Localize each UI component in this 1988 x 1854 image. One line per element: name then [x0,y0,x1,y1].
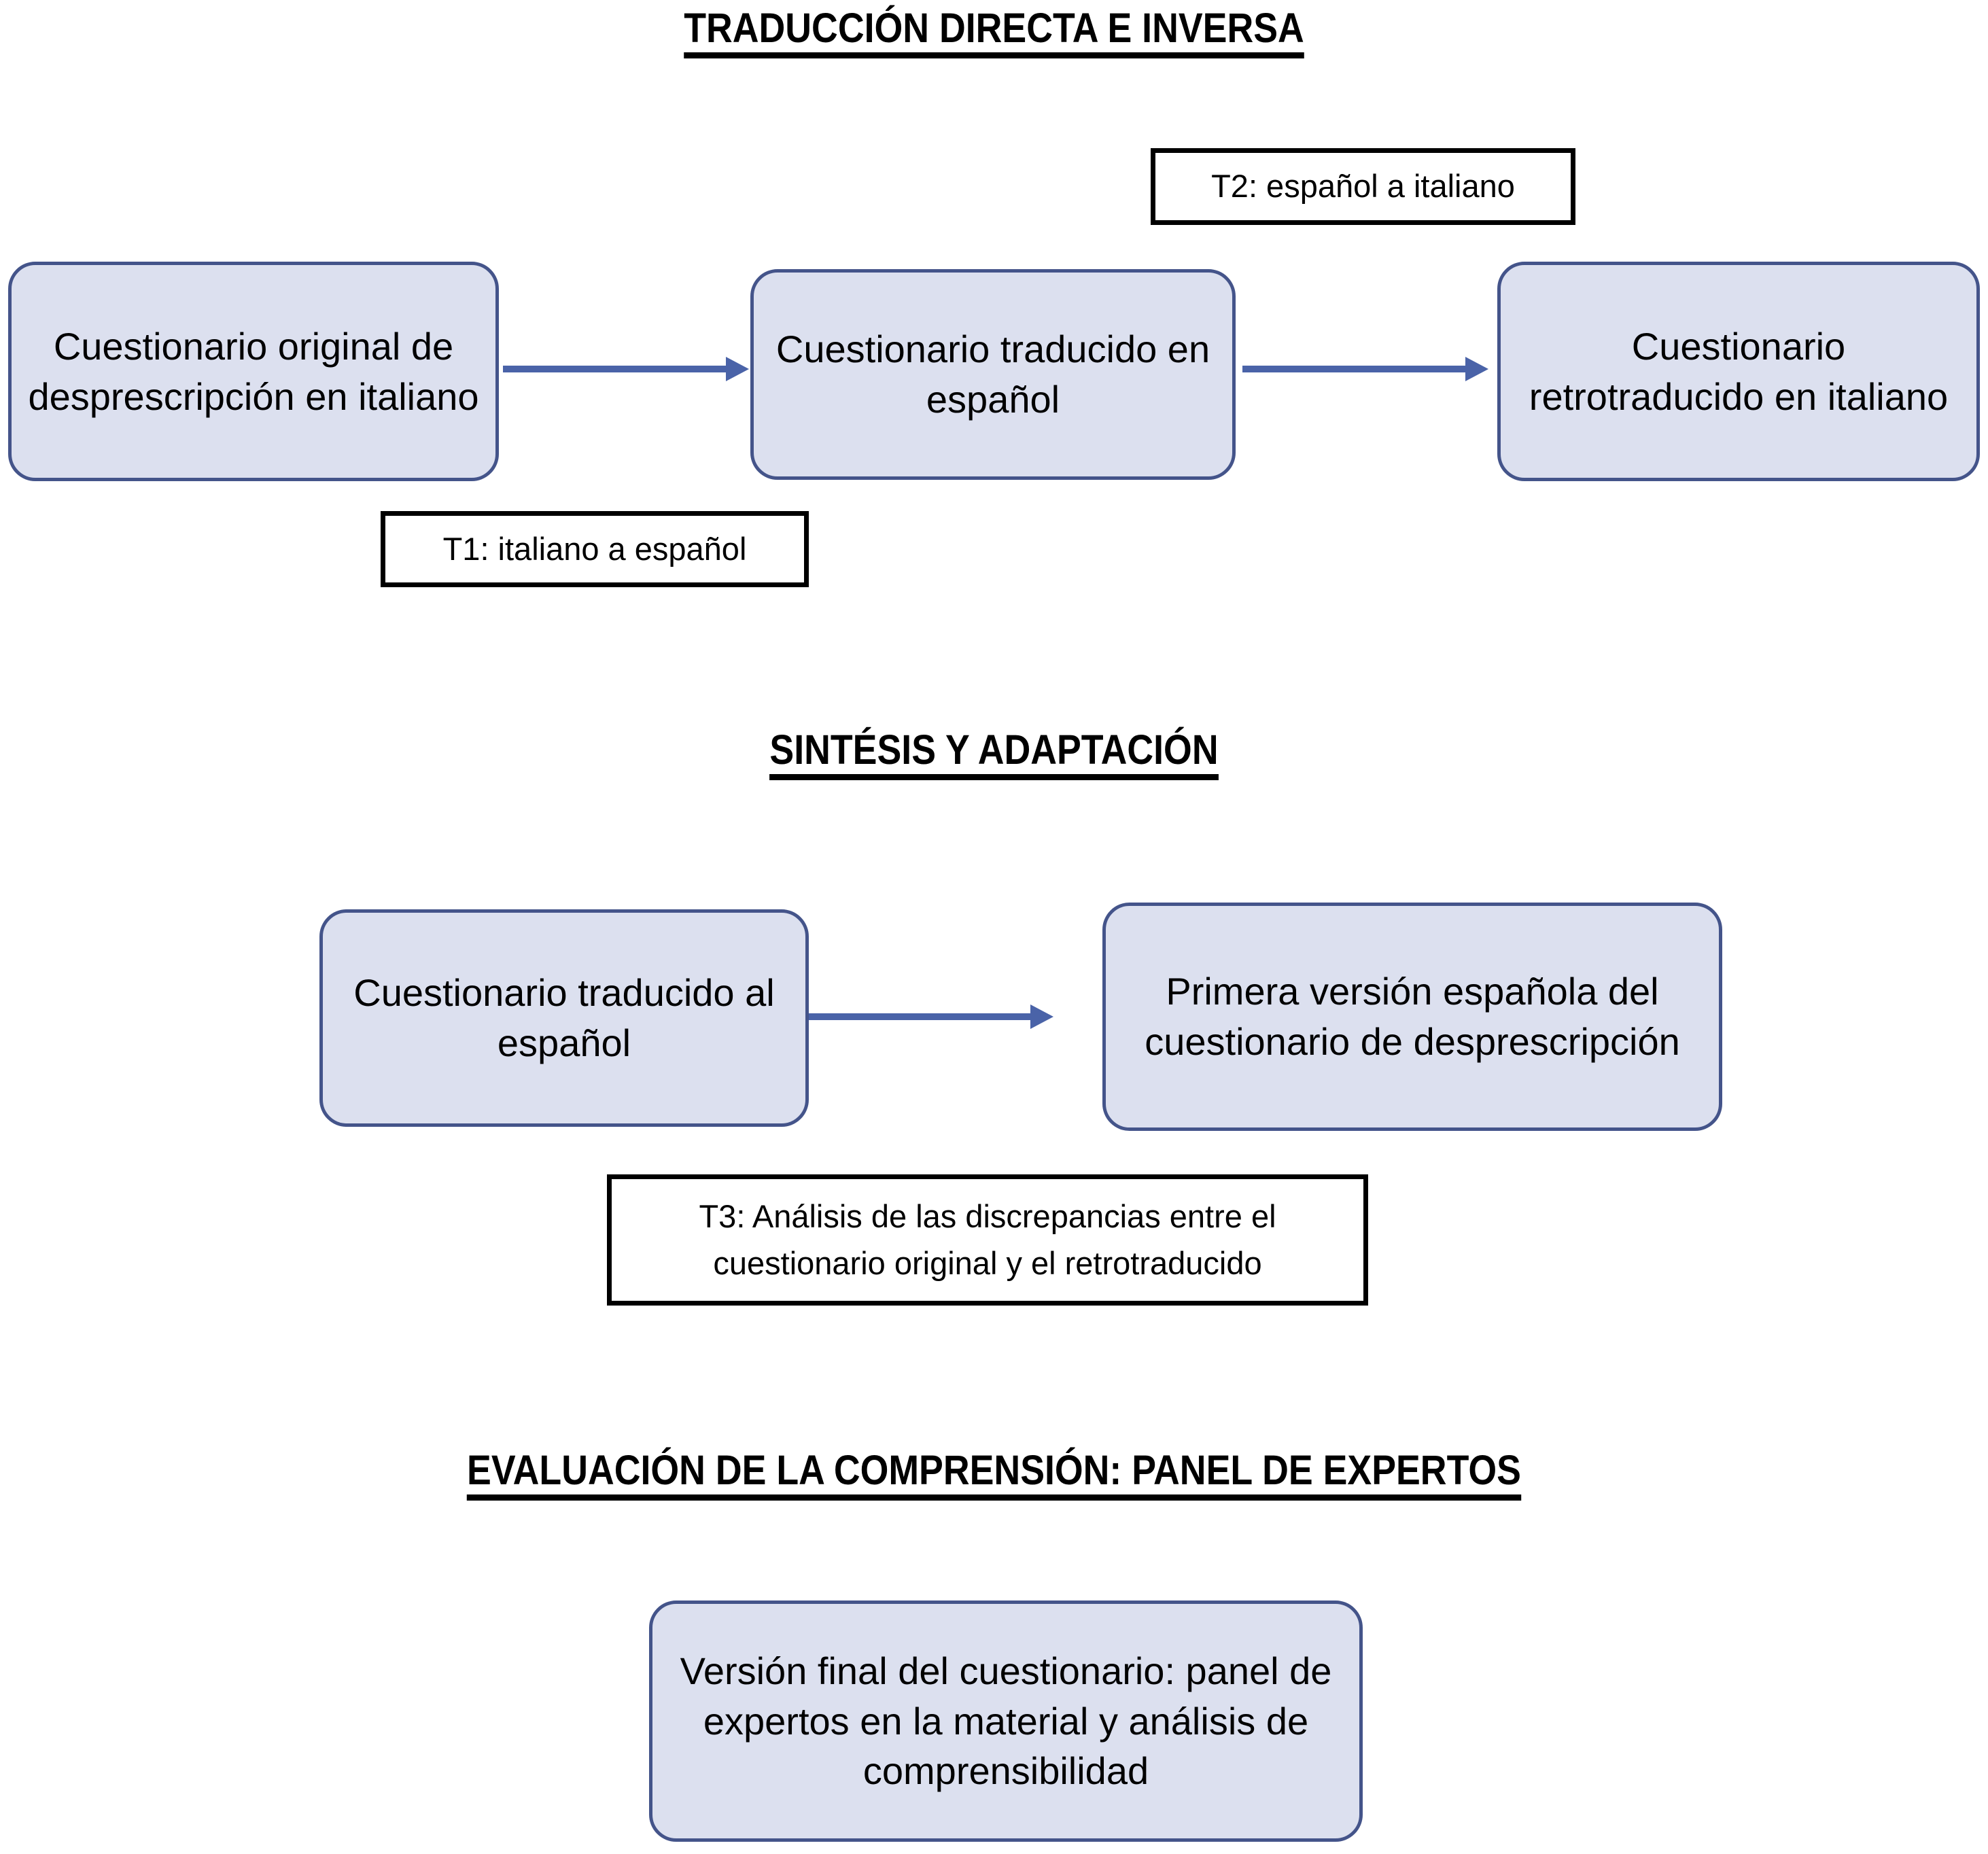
section-heading-evaluacion-text: EVALUACIÓN DE LA COMPRENSIÓN: PANEL DE E… [467,1448,1521,1501]
arrow-head [1465,357,1488,381]
note-t3: T3: Análisis de las discrepancias entre … [607,1174,1368,1306]
arrow-traducido-to-retrotraducido [1242,357,1488,381]
box-traducido-espanol-text: Cuestionario traducido en español [775,328,1210,421]
box-traducido-espanol: Cuestionario traducido en español [750,269,1236,480]
box-retrotraducido-italiano-text: Cuestionario retrotraducido en italiano [1529,324,1949,418]
arrow-head [1030,1004,1053,1029]
box-traducido-al-espanol-text: Cuestionario traducido al español [353,971,775,1064]
box-traducido-al-espanol: Cuestionario traducido al español [319,909,809,1127]
section-heading-traduccion-text: TRADUCCIÓN DIRECTA E INVERSA [684,6,1304,59]
note-t3-line-1: T3: Análisis de las discrepancias entre … [699,1198,1276,1235]
box-original-italiano: Cuestionario original de desprescripción… [8,262,499,481]
arrow-shaft [503,366,727,372]
box-original-italiano-text: Cuestionario original de desprescripción… [28,324,479,418]
section-heading-sintesis-text: SINTÉSIS Y ADAPTACIÓN [769,728,1219,781]
box-version-final: Versión final del cuestionario: panel de… [649,1601,1363,1842]
box-version-final-text: Versión final del cuestionario: panel de… [680,1649,1332,1793]
note-t3-line-2: cuestionario original y el retrotraducid… [713,1244,1262,1281]
note-t2: T2: español a italiano [1151,148,1575,225]
arrow-original-to-traducido [503,357,749,381]
arrow-shaft [809,1013,1032,1020]
note-t1: T1: italiano a español [381,511,809,587]
section-heading-traduccion: TRADUCCIÓN DIRECTA E INVERSA [120,4,1869,59]
note-t1-text: T1: italiano a español [442,530,747,567]
section-heading-sintesis: SINTÉSIS Y ADAPTACIÓN [120,726,1869,781]
arrow-head [726,357,749,381]
arrow-shaft [1242,366,1467,372]
box-retrotraducido-italiano: Cuestionario retrotraducido en italiano [1497,262,1980,481]
section-heading-evaluacion: EVALUACIÓN DE LA COMPRENSIÓN: PANEL DE E… [120,1446,1869,1501]
note-t2-text: T2: español a italiano [1211,168,1515,205]
arrow-traducido-to-primera-version [809,1004,1053,1029]
box-primera-version: Primera versión española del cuestionari… [1102,903,1722,1131]
box-primera-version-text: Primera versión española del cuestionari… [1145,970,1680,1063]
